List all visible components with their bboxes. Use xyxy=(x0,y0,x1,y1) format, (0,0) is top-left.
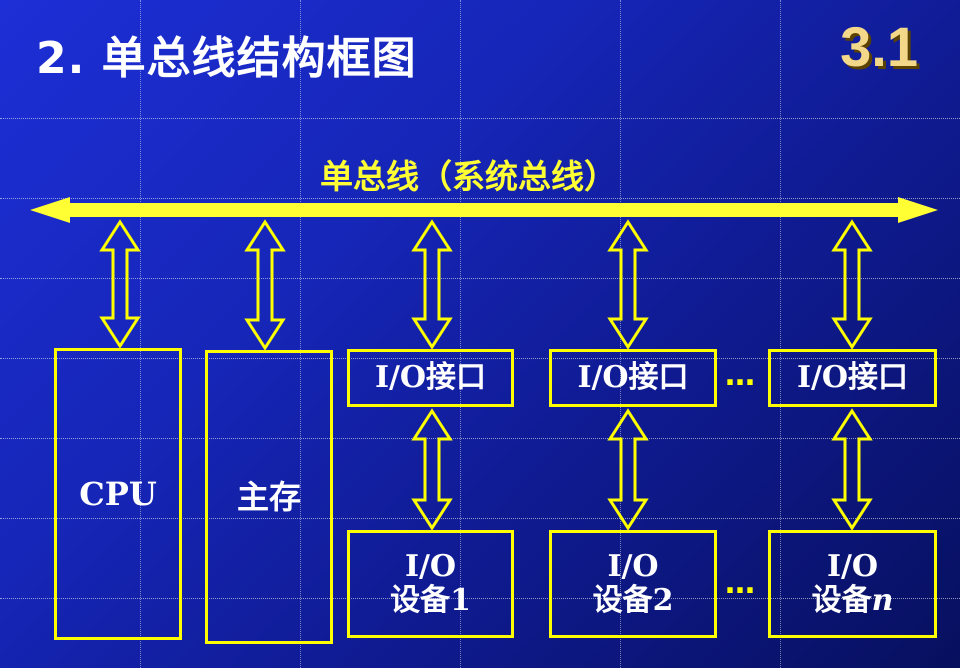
bus-cpu-connector xyxy=(99,219,141,349)
grid-line xyxy=(0,598,960,599)
cpu-label: CPU xyxy=(79,475,157,513)
slide-number: 3.1 xyxy=(840,15,918,78)
interfacen-devicen-connector xyxy=(831,408,873,531)
io-device-2: I/O 设备2 xyxy=(549,530,717,638)
io-device-1: I/O 设备1 xyxy=(347,530,514,638)
io-device-line1: I/O xyxy=(826,549,879,584)
io-device-line1: I/O xyxy=(607,549,659,584)
io-interface-label: I/O接口 xyxy=(796,360,909,395)
io-interface-label: I/O接口 xyxy=(374,360,487,395)
grid-line xyxy=(0,278,960,279)
page-title: 2. 单总线结构框图 xyxy=(36,33,417,84)
grid-line xyxy=(780,0,781,668)
bus-interface1-connector xyxy=(411,219,453,350)
io-interface-2: I/O接口 xyxy=(549,349,717,407)
grid-line xyxy=(0,118,960,119)
bus-label: 单总线（系统总线） xyxy=(320,157,617,196)
io-device-line2: 设备1 xyxy=(390,583,471,618)
io-interface-label: I/O接口 xyxy=(577,360,689,395)
grid-line xyxy=(0,518,960,519)
grid-line xyxy=(300,0,301,668)
interface2-device2-connector xyxy=(607,408,649,531)
io-device-line2: 设备2 xyxy=(592,583,674,618)
memory-box: 主存 xyxy=(205,350,333,644)
memory-label: 主存 xyxy=(236,478,301,516)
cpu-box: CPU xyxy=(54,348,182,640)
ellipsis-interfaces: … xyxy=(725,358,755,393)
io-interface-n: I/O接口 xyxy=(768,349,937,407)
io-device-line1: I/O xyxy=(404,549,457,584)
bus-memory-connector xyxy=(244,219,286,351)
io-interface-1: I/O接口 xyxy=(347,349,514,407)
system-bus-arrow xyxy=(30,197,938,223)
grid-line xyxy=(0,358,960,359)
grid-line xyxy=(140,0,141,668)
io-device-n: I/O 设备n xyxy=(768,530,937,638)
interface1-device1-connector xyxy=(411,408,453,531)
io-device-line2: 设备n xyxy=(811,583,894,618)
grid-line xyxy=(0,198,960,199)
grid-line xyxy=(460,0,461,668)
bus-interfacen-connector xyxy=(831,219,873,350)
bus-interface2-connector xyxy=(607,219,649,350)
grid-line xyxy=(0,438,960,439)
ellipsis-devices: … xyxy=(725,566,755,601)
